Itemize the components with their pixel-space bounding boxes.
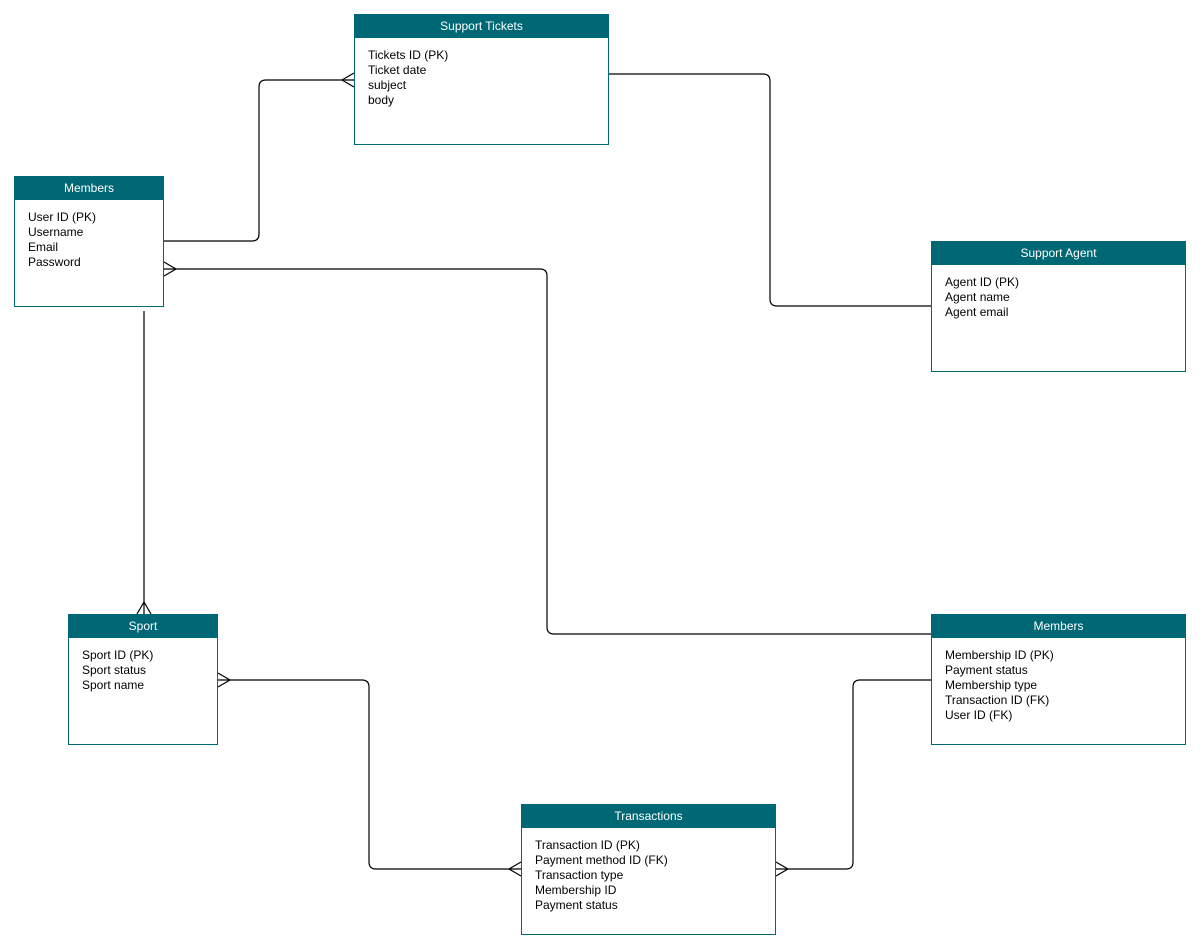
entity-attribute: Payment status <box>945 663 1028 677</box>
entity-attribute: Payment method ID (FK) <box>535 853 668 867</box>
relationship-support-tickets-support-agent <box>609 73 931 307</box>
entity-members-user[interactable]: Members User ID (PK) Username Email Pass… <box>14 176 164 307</box>
entity-attribute: Agent email <box>945 305 1009 319</box>
crows-foot-marker <box>163 261 178 277</box>
entity-title: Transactions <box>522 805 775 828</box>
entity-attribute: Username <box>28 225 84 239</box>
entity-attribute: User ID (FK) <box>945 708 1013 722</box>
entity-title: Members <box>932 615 1185 638</box>
entity-attribute: Password <box>28 255 81 269</box>
crows-foot-marker <box>217 672 232 688</box>
entity-attribute: Tickets ID (PK) <box>368 48 449 62</box>
entity-title: Members <box>15 177 163 200</box>
entity-attribute: Membership ID (PK) <box>945 648 1054 662</box>
entity-attribute: Transaction type <box>535 868 624 882</box>
entity-support-tickets[interactable]: Support Tickets Tickets ID (PK) Ticket d… <box>354 14 609 145</box>
entity-attribute: subject <box>368 78 407 92</box>
entity-attribute: Sport name <box>82 678 145 692</box>
entity-members-membership[interactable]: Members Membership ID (PK) Payment statu… <box>931 614 1186 745</box>
entity-attributes: User ID (PK) Username Email Password <box>15 200 163 270</box>
entity-title: Support Agent <box>932 242 1185 265</box>
entity-title: Sport <box>69 615 217 638</box>
entity-sport[interactable]: Sport Sport ID (PK) Sport status Sport n… <box>68 614 218 745</box>
entity-attribute: Sport status <box>82 663 147 677</box>
entity-attributes: Sport ID (PK) Sport status Sport name <box>69 638 217 693</box>
entity-attribute: Sport ID (PK) <box>82 648 154 662</box>
entity-attribute: Membership type <box>945 678 1038 692</box>
crows-foot-marker <box>507 861 522 877</box>
entity-attribute: User ID (PK) <box>28 210 97 224</box>
entity-transactions[interactable]: Transactions Transaction ID (PK) Payment… <box>521 804 776 935</box>
entity-support-agent[interactable]: Support Agent Agent ID (PK) Agent name A… <box>931 241 1186 372</box>
entity-attributes: Transaction ID (PK) Payment method ID (F… <box>522 828 775 913</box>
entity-attribute: Agent name <box>945 290 1010 304</box>
entity-attribute: Ticket date <box>368 63 427 77</box>
entity-attribute: Payment status <box>535 898 618 912</box>
relationship-members-support-tickets <box>164 79 354 242</box>
relationship-membership-members <box>164 268 931 635</box>
entity-attribute: Agent ID (PK) <box>945 275 1020 289</box>
crows-foot-marker <box>340 72 355 88</box>
entity-attributes: Agent ID (PK) Agent name Agent email <box>932 265 1185 320</box>
entity-attribute: Membership ID <box>535 883 617 897</box>
entity-attributes: Tickets ID (PK) Ticket date subject body <box>355 38 608 108</box>
relationship-sport-transactions <box>218 679 521 870</box>
crows-foot-marker <box>775 861 790 877</box>
entity-attribute: Email <box>28 240 59 254</box>
entity-attributes: Membership ID (PK) Payment status Member… <box>932 638 1185 723</box>
entity-title: Support Tickets <box>355 15 608 38</box>
relationship-membership-transactions <box>776 679 931 870</box>
entity-attribute: Transaction ID (FK) <box>945 693 1050 707</box>
crows-foot-marker <box>136 600 152 615</box>
entity-attribute: body <box>368 93 395 107</box>
entity-attribute: Transaction ID (PK) <box>535 838 640 852</box>
